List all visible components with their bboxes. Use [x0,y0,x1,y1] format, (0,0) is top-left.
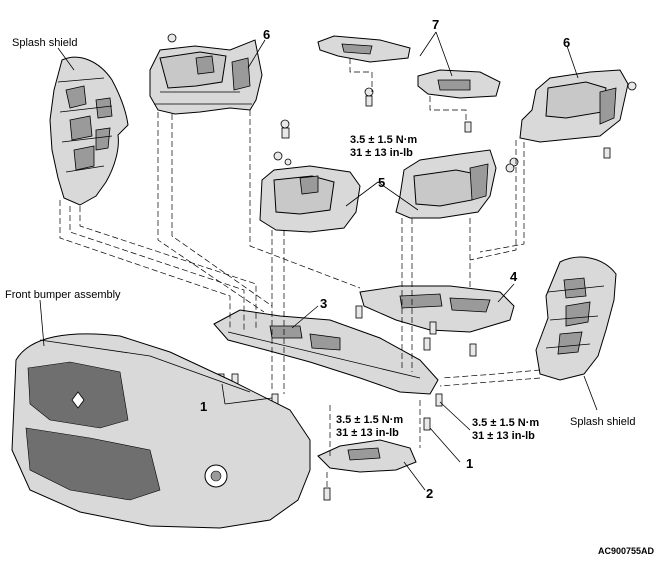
torque-mid-inlb: 31 ± 13 in-lb [336,427,399,439]
torque-right-inlb: 31 ± 13 in-lb [472,430,535,442]
left-splash-shield [49,56,129,206]
callout-3: 3 [320,296,328,311]
under-cover-5-left [259,151,361,233]
label-front-bumper-assembly: Front bumper assembly [5,289,121,301]
under-cover-6-left [149,33,290,139]
callout-7: 7 [432,17,440,32]
callout-6-left: 6 [263,27,271,42]
under-cover-7 [317,35,501,133]
torque-mid-nm: 3.5 ± 1.5 N·m [336,414,404,426]
right-splash-shield [535,256,617,381]
leader-lines [39,31,598,491]
under-cover-2 [317,439,417,501]
alignment-lines [59,58,541,488]
torque-top-nm: 3.5 ± 1.5 N·m [350,134,418,146]
label-splash-shield-right: Splash shield [570,416,636,428]
callout-1-right: 1 [466,456,474,471]
callout-4: 4 [510,269,518,284]
callout-2: 2 [426,486,434,501]
under-cover-3 [213,309,443,431]
torque-right-nm: 3.5 ± 1.5 N·m [472,417,540,429]
callout-5: 5 [378,175,386,190]
under-cover-6-right [509,69,637,167]
front-bumper-assembly [11,333,311,529]
callout-6-right: 6 [563,35,571,50]
callout-1-left: 1 [200,399,208,414]
label-splash-shield-left: Splash shield [12,37,78,49]
under-cover-5-right [395,149,515,219]
figure-code: AC900755AD [598,546,655,556]
under-cover-4 [355,285,515,357]
torque-top-inlb: 31 ± 13 in-lb [350,147,413,159]
